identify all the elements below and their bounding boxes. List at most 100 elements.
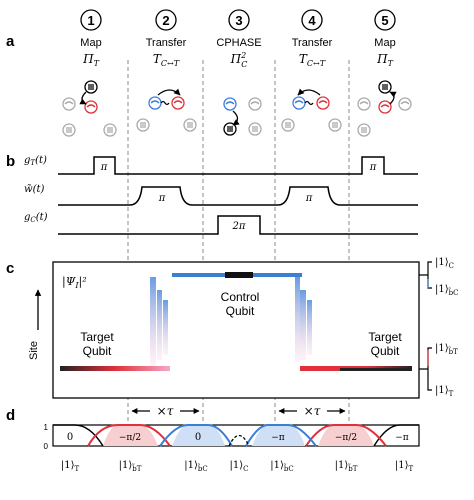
psi-label: |ΨI|²	[62, 275, 87, 290]
transfer-arrow-icon	[157, 88, 181, 96]
map-arrow-icon	[389, 91, 397, 105]
phase-value: 0	[67, 432, 73, 443]
spare-qubit-icon	[183, 118, 197, 132]
target-band-left	[60, 366, 170, 371]
pulse-area-label: π	[369, 162, 377, 173]
coupling-wave-icon	[304, 100, 314, 106]
step-name: Map	[374, 37, 395, 49]
phase-lobe-blue-1	[172, 425, 225, 446]
pulse-area-label: π	[305, 193, 313, 204]
bottom-state-labels: |1⟩T |1⟩b̃T |1⟩b̃C |1⟩C |1⟩b̃C |1⟩b̃T |1…	[61, 460, 414, 473]
target-band-end	[340, 368, 412, 371]
step-number: 5	[381, 13, 388, 28]
step-number-circle	[80, 9, 102, 31]
level-bracket-target	[419, 347, 432, 391]
state-label: |1⟩b̃T	[335, 460, 358, 473]
step-dividers	[127, 60, 350, 445]
target-qubit-label-right: Qubit	[371, 344, 400, 358]
phase-lobe-red-2	[318, 425, 374, 446]
level-bracket-control	[419, 261, 432, 289]
spare-qubit-icon	[136, 118, 150, 132]
spare-qubit-icon	[248, 97, 262, 111]
state-label: |1⟩b̃C	[270, 460, 293, 473]
level-label-T: |1⟩T	[435, 385, 454, 398]
step-operator: TC↔T	[153, 52, 180, 68]
phase-value: −π/2	[119, 433, 141, 443]
transfer-ramp-left	[150, 277, 168, 367]
spare-qubit-icon	[398, 97, 412, 111]
phase-lobe-red-1	[103, 425, 158, 446]
step-number-circle	[301, 9, 323, 31]
level-label-bC: |1⟩b̃C	[435, 284, 458, 297]
target-qubit-label-left: Target	[80, 330, 114, 344]
y-tick-1: 1	[44, 423, 49, 432]
level-label-control: |1⟩C	[435, 257, 454, 270]
qubit-diagram-step-3	[223, 97, 262, 136]
step-number-circle	[155, 9, 177, 31]
phase-value: −π/2	[335, 433, 357, 443]
state-label: |1⟩b̃T	[119, 460, 142, 473]
pulse-gC: gC(t) 2π	[24, 212, 418, 235]
pulse-w: w̃(t) π π	[24, 184, 418, 206]
step-operator: TC↔T	[299, 52, 326, 68]
step-name: Transfer	[292, 37, 333, 49]
pulse-area-label: π	[158, 193, 166, 204]
panel-c: |ΨI|² Control Qubit Target Qubit Target …	[28, 257, 458, 418]
qubit-diagram-step-4	[281, 88, 342, 132]
tau-label-bg	[150, 403, 180, 418]
step-name: Map	[80, 37, 101, 49]
state-label: |1⟩T	[395, 460, 414, 473]
storage-qubit-icon	[378, 80, 392, 94]
storage-qubit-icon	[84, 80, 98, 94]
tau-label-left: ×τ	[157, 404, 174, 418]
step-operator: ΠT	[376, 52, 393, 68]
pulse-area-label: 2π	[232, 221, 246, 232]
spare-qubit-icon	[281, 118, 295, 132]
spare-qubit-icon	[357, 123, 371, 137]
step-name: CPHASE	[216, 37, 261, 49]
state-label: |1⟩C	[230, 460, 249, 473]
target-qubit-icon	[171, 96, 185, 110]
cphase-arrow-icon	[232, 110, 240, 126]
pulse-trace	[58, 215, 418, 235]
pulse-label: gT(t)	[24, 155, 47, 167]
control-band-center	[225, 272, 253, 278]
control-qubit-icon	[223, 97, 237, 111]
control-qubit-label: Qubit	[226, 304, 255, 318]
transfer-arrow-icon	[297, 88, 321, 96]
pulse-trace	[58, 156, 418, 175]
tau-label-bg	[297, 403, 327, 418]
target-qubit-label-right: Target	[368, 330, 402, 344]
spare-qubit-icon	[103, 123, 117, 137]
pulse-trace	[58, 186, 418, 206]
pulse-label: gC(t)	[24, 212, 48, 224]
panel-label-a: a	[6, 33, 15, 50]
control-qubit-icon	[148, 96, 162, 110]
target-qubit-icon	[84, 100, 98, 114]
step-number: 1	[87, 13, 94, 28]
spare-qubit-icon	[62, 97, 76, 111]
pulse-label: w̃(t)	[24, 184, 44, 195]
spare-qubit-icon	[357, 97, 371, 111]
transfer-ramp-right	[295, 277, 312, 362]
control-qubit-label: Control	[221, 290, 260, 304]
panel-label-b: b	[6, 153, 15, 170]
phase-curve-blue	[159, 424, 317, 447]
phase-value: −π	[271, 433, 285, 443]
phase-curve-red	[87, 424, 387, 447]
target-qubit-icon	[316, 96, 330, 110]
spare-qubit-icon	[328, 118, 342, 132]
state-label: |1⟩T	[61, 460, 80, 473]
pulse-area-label: π	[100, 162, 108, 173]
panel-d: 1 0 0 −π/2 0 −π −π/2 −π |1⟩T |1⟩b̃T |1⟩b…	[44, 423, 420, 473]
step-number-circle	[374, 9, 396, 31]
y-tick-0: 0	[44, 442, 49, 451]
state-label: |1⟩b̃C	[184, 460, 207, 473]
qubit-diagram-step-1	[62, 80, 117, 137]
step-number-circle	[228, 9, 250, 31]
storage-qubit-icon	[223, 122, 237, 136]
coupling-wave-icon	[160, 100, 170, 106]
pulse-gT: gT(t) π π	[24, 155, 418, 175]
panel-label-d: d	[6, 407, 15, 424]
